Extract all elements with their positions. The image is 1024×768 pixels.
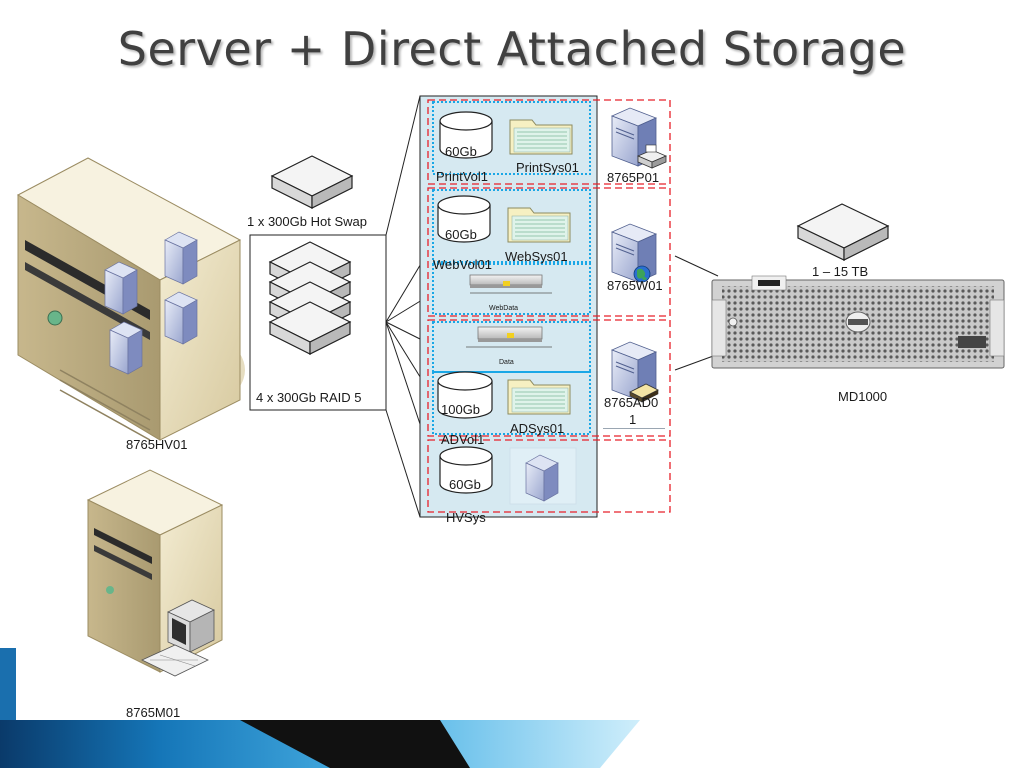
ad-vm-server-icon bbox=[610, 341, 659, 403]
hvsys-volume-cylinder-icon bbox=[439, 446, 493, 494]
ad-volume-size: 100Gb bbox=[441, 402, 481, 417]
vm-group-print bbox=[427, 99, 671, 185]
web-server-name: 8765W01 bbox=[607, 278, 663, 293]
webdata-drive-icon bbox=[469, 274, 552, 294]
vm-group-ad bbox=[427, 319, 671, 437]
print-server-name: 8765P01 bbox=[607, 170, 660, 185]
print-system-name: PrintSys01 bbox=[516, 160, 579, 175]
print-volume-name: PrintVol1 bbox=[436, 169, 489, 184]
raid-label: 4 x 300Gb RAID 5 bbox=[256, 390, 362, 405]
ad-data-group bbox=[432, 321, 591, 373]
vm-tower-icon bbox=[164, 231, 198, 285]
raid-drive-icon bbox=[268, 301, 352, 355]
directory-book-icon bbox=[629, 383, 659, 403]
ad-system-name: ADSys01 bbox=[510, 421, 565, 436]
globe-icon bbox=[633, 265, 651, 283]
ad-volume-name: ADVol1 bbox=[441, 432, 485, 447]
ad-system-group bbox=[432, 371, 591, 435]
hvsys-volume-name: HVSys bbox=[446, 510, 486, 525]
web-system-group bbox=[432, 189, 591, 263]
print-volume-cylinder-icon bbox=[439, 111, 493, 159]
ad-server-underline bbox=[603, 428, 665, 429]
printer-icon bbox=[636, 144, 668, 169]
management-server-icon bbox=[86, 469, 224, 677]
link-w01-md1000 bbox=[674, 255, 719, 277]
web-system-name: WebSys01 bbox=[505, 249, 568, 264]
webdata-label: WebData bbox=[489, 305, 519, 312]
vm-tower-icon bbox=[109, 321, 143, 375]
hot-swap-label: 1 x 300Gb Hot Swap bbox=[247, 214, 367, 229]
web-volume-cylinder-icon bbox=[437, 195, 491, 243]
print-system-folder-icon bbox=[509, 119, 573, 155]
vm-tower-icon bbox=[104, 261, 138, 315]
connector-lines bbox=[385, 95, 423, 518]
hyperv-host-label: 8765HV01 bbox=[126, 437, 188, 452]
hot-swap-drive-icon bbox=[270, 155, 354, 209]
ad-server-name: 8765AD0 bbox=[604, 395, 659, 410]
ad-system-folder-icon bbox=[507, 379, 571, 415]
hvsys-vm-tower-icon bbox=[525, 454, 559, 502]
storage-array-label: MD1000 bbox=[838, 389, 888, 404]
raid-drive-stack-icon bbox=[268, 241, 352, 355]
print-volume-size: 60Gb bbox=[445, 144, 477, 159]
web-volume-name: WebVol01 bbox=[433, 257, 493, 272]
vm-tower-icon bbox=[164, 291, 198, 345]
vm-group-web bbox=[427, 187, 671, 317]
ad-server-name-line2: 1 bbox=[629, 412, 637, 427]
storage-size-label: 1 – 15 TB bbox=[812, 264, 869, 279]
md1000-storage-enclosure-icon bbox=[711, 275, 1005, 369]
print-vm-server-icon bbox=[610, 107, 668, 169]
hyperv-host-panel bbox=[419, 95, 598, 518]
web-system-folder-icon bbox=[507, 207, 571, 243]
ad-data-label: Data bbox=[499, 359, 514, 366]
hvsys-volume-size: 60Gb bbox=[449, 477, 481, 492]
web-vm-server-icon bbox=[610, 223, 658, 283]
hyperv-host-server-icon bbox=[16, 157, 245, 441]
decorative-band bbox=[0, 648, 640, 768]
web-data-group bbox=[432, 263, 591, 315]
slide-title: Server + Direct Attached Storage bbox=[117, 22, 907, 76]
storage-expansion-drive-icon bbox=[796, 203, 890, 261]
workstation-pc-icon bbox=[141, 599, 215, 677]
link-ad01-md1000 bbox=[674, 354, 717, 371]
ad-data-drive-icon bbox=[466, 326, 552, 348]
ad-volume-cylinder-icon bbox=[437, 371, 493, 419]
vm-group-hvsys bbox=[427, 439, 671, 513]
print-system-group bbox=[432, 101, 591, 175]
management-host-label: 8765M01 bbox=[126, 705, 181, 720]
web-volume-size: 60Gb bbox=[445, 227, 477, 242]
